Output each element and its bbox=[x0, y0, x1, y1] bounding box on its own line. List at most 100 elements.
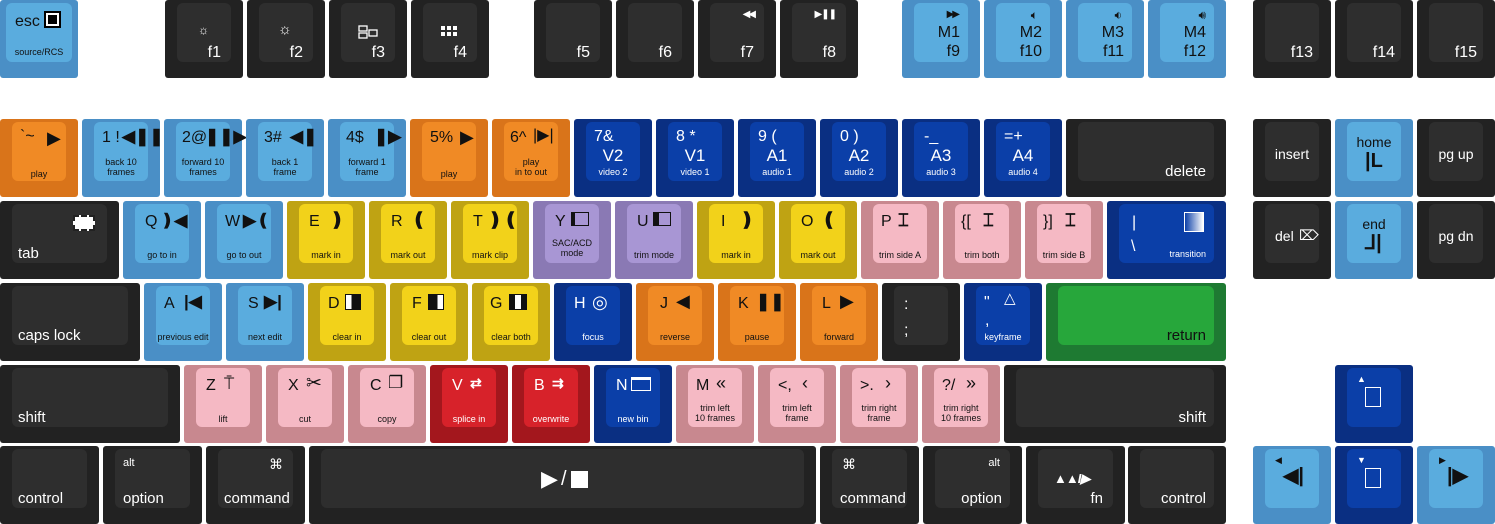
key-sub-label: previous edit bbox=[157, 332, 209, 342]
key-page-down[interactable]: pg dn bbox=[1417, 201, 1495, 279]
key-caps-lock[interactable]: caps lock bbox=[0, 283, 140, 361]
key-q[interactable]: Q ❫◀ go to in bbox=[123, 201, 201, 279]
key-minus[interactable]: -_ A3 audio 3 bbox=[902, 119, 980, 197]
key-arrow-down[interactable]: ▼ bbox=[1335, 446, 1413, 524]
key-5[interactable]: 5% ▶ play bbox=[410, 119, 488, 197]
key-f8[interactable]: ▶❚❚ f8 bbox=[780, 0, 858, 78]
key-grave[interactable]: `~ ▶ play bbox=[0, 119, 78, 197]
key-f[interactable]: F clear out bbox=[390, 283, 468, 361]
key-o[interactable]: O ❪ mark out bbox=[779, 201, 857, 279]
key-3[interactable]: 3# ◀❚ back 1 frame bbox=[246, 119, 324, 197]
key-insert[interactable]: insert bbox=[1253, 119, 1331, 197]
key-f14[interactable]: f14 bbox=[1335, 0, 1413, 78]
key-lbracket[interactable]: {[ ⌶ trim both bbox=[943, 201, 1021, 279]
key-space[interactable]: ▶ / bbox=[309, 446, 816, 524]
key-fn[interactable]: ▲▲I▶ fn bbox=[1026, 446, 1125, 524]
volume-down-icon: 🔉︎ bbox=[1114, 8, 1122, 22]
key-f13[interactable]: f13 bbox=[1253, 0, 1331, 78]
key-6[interactable]: 6^ |▶| play in to out bbox=[492, 119, 570, 197]
key-k[interactable]: K ❚❚ pause bbox=[718, 283, 796, 361]
key-delete[interactable]: delete bbox=[1066, 119, 1226, 197]
key-u[interactable]: U trim mode bbox=[615, 201, 693, 279]
key-return[interactable]: return bbox=[1046, 283, 1226, 361]
key-f1[interactable]: ☼ f1 bbox=[165, 0, 243, 78]
key-1[interactable]: 1 ! ◀❚❚ back 10 frames bbox=[82, 119, 164, 197]
key-f9[interactable]: ▶▶ M1 f9 bbox=[902, 0, 980, 78]
key-tab[interactable]: tab bbox=[0, 201, 119, 279]
key-left-control[interactable]: control bbox=[0, 446, 99, 524]
key-j[interactable]: J ◀ reverse bbox=[636, 283, 714, 361]
avid-logo-icon: ▲▲I▶ bbox=[1054, 471, 1090, 486]
key-sub-label: overwrite bbox=[532, 414, 570, 424]
key-g[interactable]: G clear both bbox=[472, 283, 550, 361]
key-x[interactable]: X ✂ cut bbox=[266, 365, 344, 443]
key-f7[interactable]: ◀◀ f7 bbox=[698, 0, 776, 78]
key-z[interactable]: Z ⍑ lift bbox=[184, 365, 262, 443]
key-arrow-right[interactable]: ▶ |▶ bbox=[1417, 446, 1495, 524]
key-c[interactable]: C ❐ copy bbox=[348, 365, 426, 443]
key-right-shift[interactable]: shift bbox=[1004, 365, 1226, 443]
key-n[interactable]: N new bin bbox=[594, 365, 672, 443]
key-f10[interactable]: 🔈︎ M2 f10 bbox=[984, 0, 1062, 78]
key-d[interactable]: D clear in bbox=[308, 283, 386, 361]
key-t[interactable]: T ❫❪ mark clip bbox=[451, 201, 529, 279]
key-f15[interactable]: f15 bbox=[1417, 0, 1495, 78]
key-right-control[interactable]: control bbox=[1128, 446, 1226, 524]
key-backslash[interactable]: | \ transition bbox=[1107, 201, 1226, 279]
key-m[interactable]: M « trim left 10 frames bbox=[676, 365, 754, 443]
key-sub-label: trim left frame bbox=[782, 403, 812, 424]
key-f12[interactable]: 🔊︎ M4 f12 bbox=[1148, 0, 1226, 78]
key-f11[interactable]: 🔉︎ M3 f11 bbox=[1066, 0, 1144, 78]
key-quote[interactable]: " , △ keyframe bbox=[964, 283, 1042, 361]
key-left-command[interactable]: ⌘ command bbox=[206, 446, 305, 524]
key-e[interactable]: E ❫ mark in bbox=[287, 201, 365, 279]
key-2[interactable]: 2@ ❚❚▶ forward 10 frames bbox=[164, 119, 247, 197]
key-chars: 9 ( bbox=[758, 128, 777, 145]
key-left-shift[interactable]: shift bbox=[0, 365, 180, 443]
key-0[interactable]: 0 ) A2 audio 2 bbox=[820, 119, 898, 197]
key-9[interactable]: 9 ( A1 audio 1 bbox=[738, 119, 816, 197]
key-f6[interactable]: f6 bbox=[616, 0, 694, 78]
key-y[interactable]: Y SAC/ACD mode bbox=[533, 201, 611, 279]
key-semicolon[interactable]: : ; bbox=[882, 283, 960, 361]
key-r[interactable]: R ❪ mark out bbox=[369, 201, 447, 279]
key-arrow-up[interactable]: ▲ bbox=[1335, 365, 1413, 443]
key-arrow-left[interactable]: ◀ ◀| bbox=[1253, 446, 1331, 524]
key-del[interactable]: del ⌦ bbox=[1253, 201, 1331, 279]
key-esc[interactable]: esc source/RCS bbox=[0, 0, 78, 78]
key-end[interactable]: end ⅃| bbox=[1335, 201, 1413, 279]
key-right-option[interactable]: alt option bbox=[923, 446, 1022, 524]
key-f3[interactable]: f3 bbox=[329, 0, 407, 78]
key-sub-label: play bbox=[440, 169, 458, 179]
key-f5[interactable]: f5 bbox=[534, 0, 612, 78]
key-l[interactable]: L ▶ forward bbox=[800, 283, 878, 361]
key-p[interactable]: P ⌶ trim side A bbox=[861, 201, 939, 279]
key-page-up[interactable]: pg up bbox=[1417, 119, 1495, 197]
key-comma[interactable]: <, ‹ trim left frame bbox=[758, 365, 836, 443]
key-7[interactable]: 7& V2 video 2 bbox=[574, 119, 652, 197]
key-4[interactable]: 4$ ❚▶ forward 1 frame bbox=[328, 119, 406, 197]
key-rbracket[interactable]: }] ⌶ trim side B bbox=[1025, 201, 1103, 279]
splice-in-icon: ⇄ bbox=[470, 375, 482, 391]
key-i[interactable]: I ❫ mark in bbox=[697, 201, 775, 279]
key-h[interactable]: H ◎ focus bbox=[554, 283, 632, 361]
key-right-command[interactable]: ⌘ command bbox=[820, 446, 919, 524]
key-f4[interactable]: f4 bbox=[411, 0, 489, 78]
copy-icon: ❐ bbox=[388, 373, 404, 392]
command-icon: ⌘ bbox=[269, 456, 283, 472]
key-f2[interactable]: ☼ f2 bbox=[247, 0, 325, 78]
key-s[interactable]: S ▶| next edit bbox=[226, 283, 304, 361]
key-period[interactable]: >. › trim right frame bbox=[840, 365, 918, 443]
key-left-option[interactable]: alt option bbox=[103, 446, 202, 524]
key-b[interactable]: B ⇉ overwrite bbox=[512, 365, 590, 443]
key-slash[interactable]: ?/ » trim right 10 frames bbox=[922, 365, 1000, 443]
key-char: H bbox=[574, 295, 586, 312]
key-home[interactable]: home |L bbox=[1335, 119, 1413, 197]
key-label: end bbox=[1362, 216, 1386, 232]
key-a[interactable]: A |◀ previous edit bbox=[144, 283, 222, 361]
key-8[interactable]: 8 * V1 video 1 bbox=[656, 119, 734, 197]
key-equals[interactable]: =+ A4 audio 4 bbox=[984, 119, 1062, 197]
track-label: A3 bbox=[930, 146, 952, 165]
key-w[interactable]: W ▶❪ go to out bbox=[205, 201, 283, 279]
key-v[interactable]: V ⇄ splice in bbox=[430, 365, 508, 443]
